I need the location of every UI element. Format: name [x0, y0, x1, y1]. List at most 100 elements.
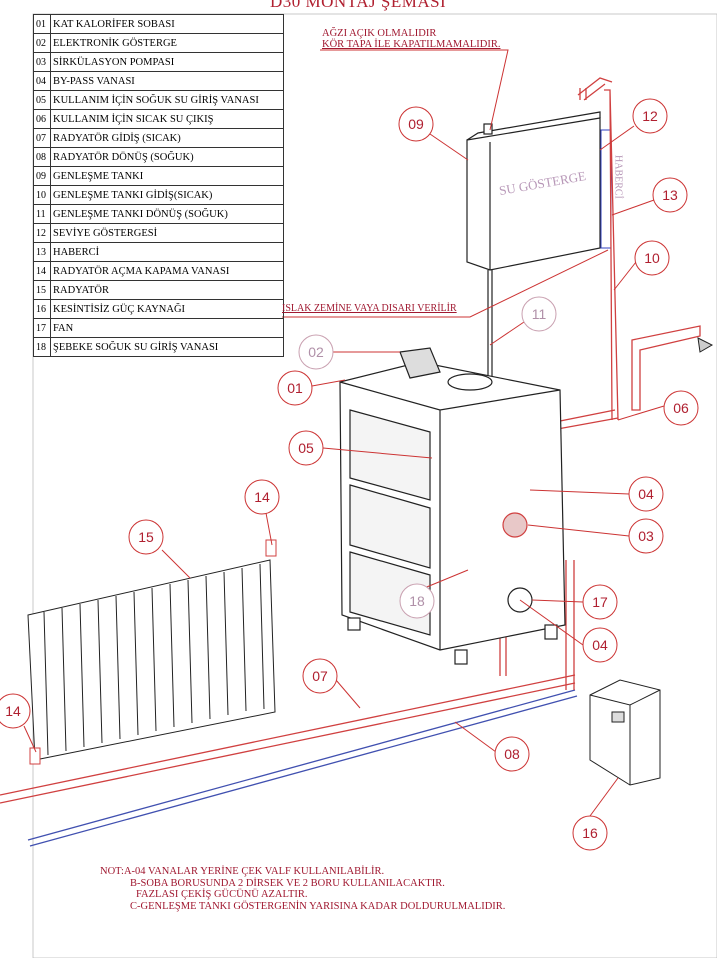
legend-label: SİRKÜLASYON POMPASI — [50, 52, 284, 72]
legend-label: KAT KALORİFER SOBASI — [50, 14, 284, 34]
svg-text:08: 08 — [504, 746, 520, 762]
legend-number: 07 — [33, 128, 51, 148]
svg-text:04: 04 — [592, 637, 608, 653]
svg-text:18: 18 — [409, 593, 425, 609]
callout-09: 09 — [398, 106, 434, 142]
legend-label: KESİNTİSİZ GÜÇ KAYNAĞI — [50, 299, 284, 319]
callout-04: 04 — [628, 476, 664, 512]
svg-text:01: 01 — [287, 380, 303, 396]
shower-head-icon — [697, 337, 714, 353]
drawing-frame — [32, 13, 717, 958]
legend-number: 15 — [33, 280, 51, 300]
legend-label: RADYATÖR — [50, 280, 284, 300]
legend-number: 10 — [33, 185, 51, 205]
legend-label: ŞEBEKE SOĞUK SU GİRİŞ VANASI — [50, 337, 284, 357]
legend-label: KULLANIM İÇİN SOĞUK SU GİRİŞ VANASI — [50, 90, 284, 110]
callout-07: 07 — [302, 658, 338, 694]
legend-number: 17 — [33, 318, 51, 338]
callout-leaders — [23, 49, 665, 817]
callout-14-left: 14 — [0, 693, 31, 729]
callout-11: 11 — [521, 296, 557, 332]
ups-box — [589, 679, 661, 786]
svg-text:09: 09 — [408, 116, 424, 132]
legend-number: 03 — [33, 52, 51, 72]
callout-06: 06 — [663, 390, 699, 426]
callout-01: 01 — [277, 370, 313, 406]
expansion-tank — [466, 111, 601, 580]
svg-text:06: 06 — [673, 400, 689, 416]
callout-13: 13 — [652, 177, 688, 213]
open-top-note: AĞZI AÇIK OLMALIDIR KÖR TAPA İLE KAPATIL… — [322, 28, 500, 50]
callout-14: 14 — [244, 479, 280, 515]
legend-number: 02 — [33, 33, 51, 53]
svg-text:04: 04 — [638, 486, 654, 502]
legend-number: 05 — [33, 90, 51, 110]
svg-text:02: 02 — [308, 344, 324, 360]
svg-text:14: 14 — [254, 489, 270, 505]
callout-17: 17 — [582, 584, 618, 620]
legend-number: 06 — [33, 109, 51, 129]
open-top-note-line2: KÖR TAPA İLE KAPATILMAMALIDIR. — [322, 39, 501, 50]
note-b: B-SOBA BORUSUNDA 2 DİRSEK VE 2 BORU KULL… — [130, 877, 445, 889]
callout-03: 03 — [628, 518, 664, 554]
callout-02: 02 — [298, 334, 334, 370]
legend-number: 14 — [33, 261, 51, 281]
radiator — [27, 539, 277, 765]
overflow-note: ISLAK ZEMİNE VAYA DISARI VERİLİR — [282, 303, 457, 314]
legend-label: KULLANIM İÇİN SICAK SU ÇIKIŞ — [50, 109, 284, 129]
legend-number: 12 — [33, 223, 51, 243]
callout-05: 05 — [288, 430, 324, 466]
svg-text:17: 17 — [592, 594, 608, 610]
svg-text:07: 07 — [312, 668, 328, 684]
legend-label: RADYATÖR AÇMA KAPAMA VANASI — [50, 261, 284, 281]
legend-label: GENLEŞME TANKI — [50, 166, 284, 186]
callout-18: 18 — [399, 583, 435, 619]
legend-label: RADYATÖR GİDİŞ (SICAK) — [50, 128, 284, 148]
svg-text:16: 16 — [582, 825, 598, 841]
callout-16: 16 — [572, 815, 608, 851]
callout-08: 08 — [494, 736, 530, 772]
open-top-note-line1: AĞZI AÇIK OLMALIDIR — [322, 28, 437, 39]
callout-12: 12 — [632, 98, 668, 134]
callout-10: 10 — [634, 240, 670, 276]
legend-label: GENLEŞME TANKI GİDİŞ(SICAK) — [50, 185, 284, 205]
legend-number: 08 — [33, 147, 51, 167]
legend-number: 18 — [33, 337, 51, 357]
note-b-cont: FAZLASI ÇEKİŞ GÜCÜNÜ AZALTIR. — [136, 889, 308, 900]
legend-number: 16 — [33, 299, 51, 319]
svg-text:03: 03 — [638, 528, 654, 544]
legend-label: HABERCİ — [50, 242, 284, 262]
callout-15: 15 — [128, 519, 164, 555]
footer-notes: NOT:A-04 VANALAR YERİNE ÇEK VALF KULLANI… — [100, 866, 505, 912]
boiler-stove — [339, 347, 566, 665]
legend-label: GENLEŞME TANKI DÖNÜŞ (SOĞUK) — [50, 204, 284, 224]
svg-text:11: 11 — [532, 306, 547, 322]
svg-text:15: 15 — [138, 529, 154, 545]
haberci-label: HABERCİ — [613, 155, 625, 199]
svg-text:12: 12 — [642, 108, 658, 124]
svg-text:14: 14 — [5, 703, 21, 719]
legend-number: 04 — [33, 71, 51, 91]
legend-label: ELEKTRONİK GÖSTERGE — [50, 33, 284, 53]
legend-label: FAN — [50, 318, 284, 338]
legend-number: 11 — [33, 204, 51, 224]
